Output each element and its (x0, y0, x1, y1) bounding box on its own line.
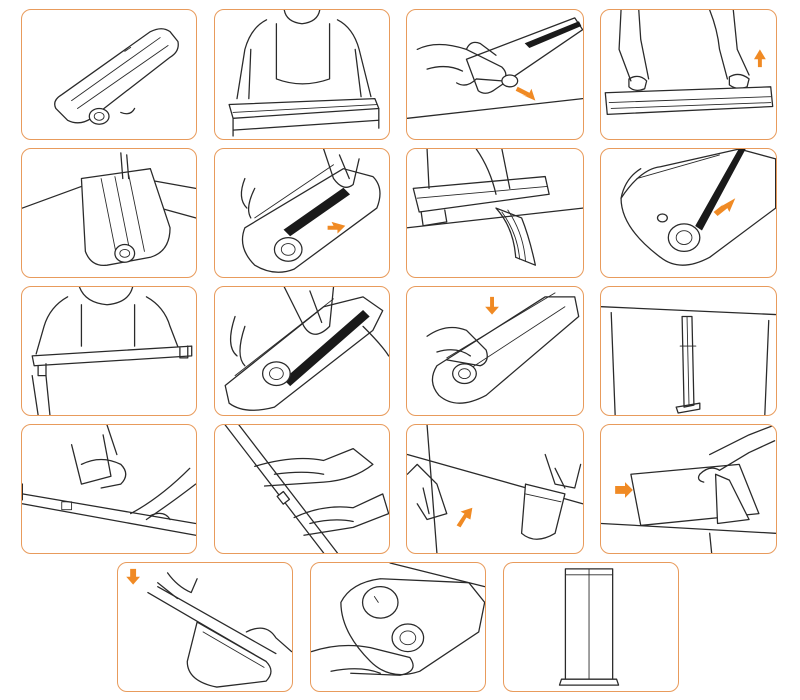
up-arrow-icon (753, 49, 766, 68)
step-1-panel (21, 9, 197, 140)
graphic-feeding-into-base-icon (620, 149, 776, 266)
step-14-panel (214, 424, 390, 554)
up-right-arrow-icon (456, 507, 473, 528)
down-left-arrow-icon (713, 198, 736, 216)
hand-on-top-rail-icon (22, 425, 196, 536)
base-with-rollers-icon (22, 152, 196, 267)
hand-locking-base-icon (311, 563, 485, 676)
step-13-panel (21, 424, 197, 554)
hand-releasing-clip-icon (224, 287, 389, 411)
hand-flattening-graphic-icon (601, 425, 776, 553)
person-pulling-bar-icon (31, 287, 193, 415)
graphic-peeled-from-base-icon (407, 149, 583, 266)
step-10-panel (214, 286, 390, 416)
step-7-panel (406, 148, 584, 278)
hand-inserting-graphic-icon (240, 149, 381, 273)
step-5-panel (21, 148, 197, 278)
step-2-panel (214, 9, 390, 140)
right-arrow-icon (327, 221, 346, 234)
hand-pressing-button-icon (407, 17, 583, 119)
step-17-panel (117, 562, 293, 692)
closed-banner-base-icon (54, 28, 179, 125)
hands-sliding-graphic-icon (407, 425, 583, 553)
step-12-panel (600, 286, 777, 416)
down-right-arrow-icon (515, 86, 536, 101)
step-16-panel (600, 424, 777, 554)
step-9-panel (21, 286, 197, 416)
step-4-panel (600, 9, 777, 140)
step-8-panel (600, 148, 777, 278)
step-19-panel (503, 562, 679, 692)
step-3-panel (406, 9, 584, 140)
hands-lifting-base-icon (604, 10, 774, 116)
pole-assembled-icon (601, 306, 776, 415)
step-15-panel (406, 424, 584, 554)
down-arrow-icon (126, 568, 141, 585)
right-arrow-icon (615, 482, 633, 498)
hands-on-rail-icon (224, 425, 389, 553)
hand-attaching-rail-icon (126, 568, 292, 688)
step-11-panel (406, 286, 584, 416)
hand-pressing-clip-icon (426, 292, 580, 404)
step-18-panel (310, 562, 486, 692)
standing-banner-icon (558, 568, 620, 686)
down-arrow-icon (485, 296, 499, 315)
step-6-panel (214, 148, 390, 278)
person-holding-bar-icon (228, 10, 380, 137)
